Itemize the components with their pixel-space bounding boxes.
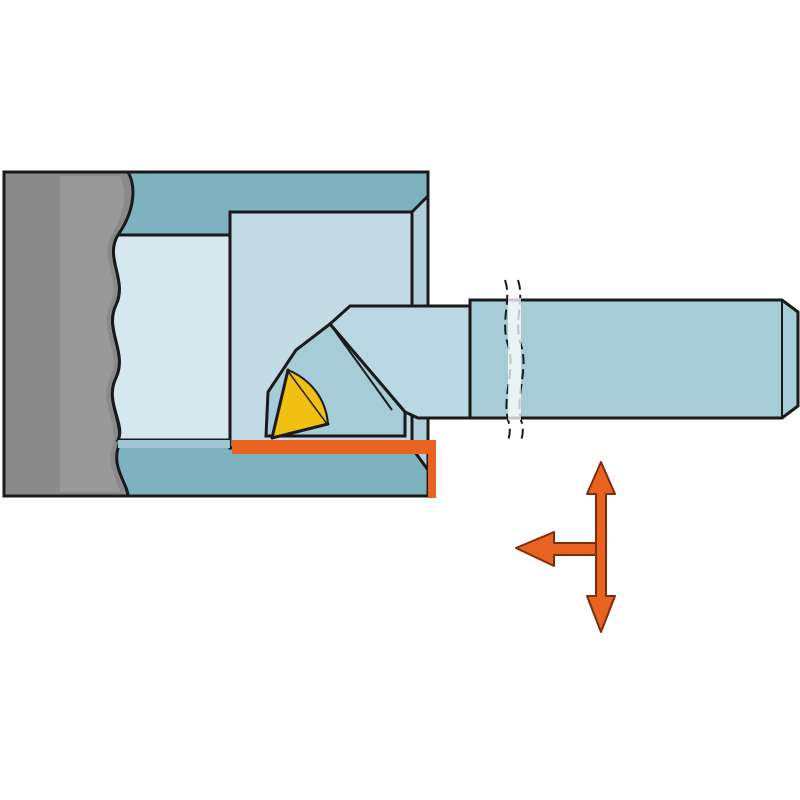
cutting-insert xyxy=(270,368,330,440)
bore-floor xyxy=(118,440,230,448)
arrow-vertical-icon xyxy=(586,461,616,633)
chuck-highlight xyxy=(60,176,125,492)
feed-directions xyxy=(515,461,616,633)
arrow-left-icon xyxy=(515,531,597,567)
shank-break-gap xyxy=(508,298,521,420)
insert-arc xyxy=(287,369,329,425)
shank-break-mark-2 xyxy=(517,279,525,441)
machined-surface-horizontal xyxy=(232,440,432,454)
machined-surface-vertical xyxy=(428,440,436,498)
bore-left xyxy=(110,233,232,442)
head-edge xyxy=(329,323,393,411)
machined-surface xyxy=(232,440,436,498)
